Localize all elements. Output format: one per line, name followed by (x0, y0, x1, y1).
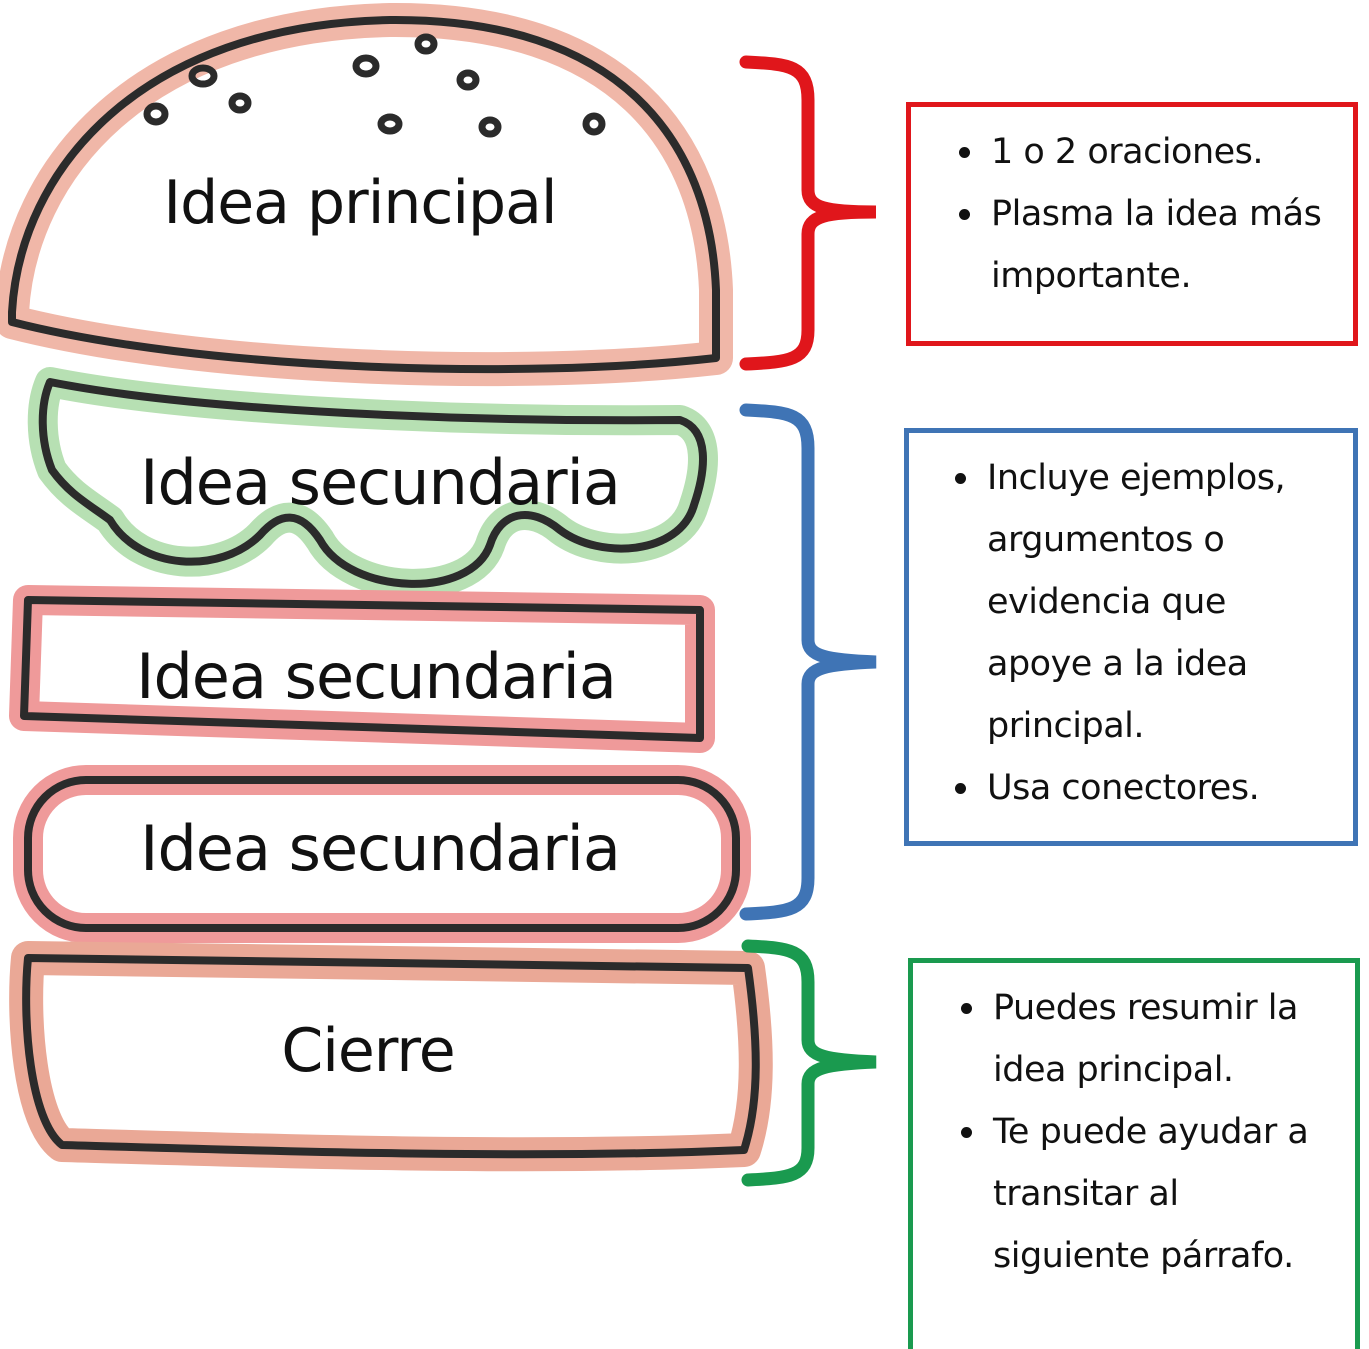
tomato-label: Idea secundaria (136, 640, 617, 713)
bottom-bun-label: Cierre (281, 1016, 455, 1086)
sesame-seeds (143, 33, 606, 138)
main-idea-note-item: Plasma la idea más importante. (959, 183, 1335, 307)
bottom-bun-icon (9, 941, 773, 1172)
lettuce-icon (27, 367, 718, 599)
patty-label: Idea secundaria (140, 812, 621, 885)
secondary-ideas-note-list: Incluye ejemplos, argumentos o evidencia… (955, 447, 1335, 819)
closing-note: Puedes resumir la idea principal. Te pue… (908, 958, 1360, 1349)
main-idea-note: 1 o 2 oraciones. Plasma la idea más impo… (906, 102, 1358, 346)
secondary-ideas-brace (739, 403, 877, 921)
secondary-ideas-note: Incluye ejemplos, argumentos o evidencia… (904, 428, 1358, 846)
secondary-ideas-note-item: Incluye ejemplos, argumentos o evidencia… (955, 447, 1335, 757)
top-bun-icon (0, 2, 733, 387)
main-idea-note-item: 1 o 2 oraciones. (959, 121, 1335, 183)
closing-note-item: Puedes resumir la idea principal. (961, 977, 1337, 1101)
secondary-ideas-note-item: Usa conectores. (955, 757, 1335, 819)
main-idea-note-list: 1 o 2 oraciones. Plasma la idea más impo… (959, 121, 1335, 307)
main-idea-brace (739, 55, 877, 371)
lettuce-label: Idea secundaria (140, 446, 621, 519)
patty-icon (13, 765, 751, 943)
top-bun-label: Idea principal (163, 168, 557, 238)
closing-note-item: Te puede ayudar a transitar al siguiente… (961, 1101, 1337, 1287)
closing-brace (741, 939, 877, 1187)
tomato-icon (9, 585, 715, 753)
closing-note-list: Puedes resumir la idea principal. Te pue… (961, 977, 1337, 1287)
